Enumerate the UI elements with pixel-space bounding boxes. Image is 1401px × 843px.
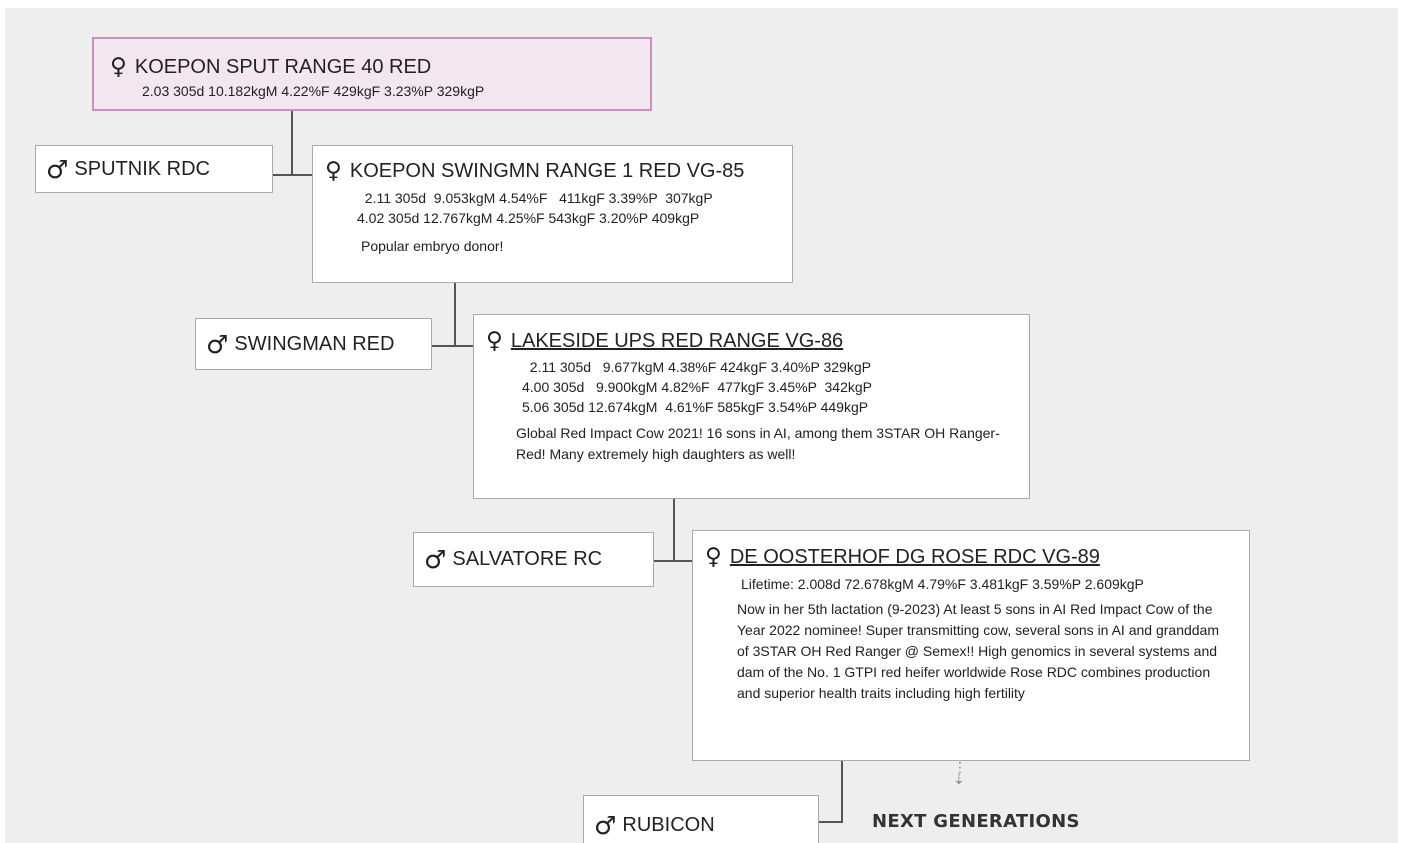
male-icon: ♂ (594, 810, 617, 840)
sire-name: SPUTNIK RDC (74, 157, 210, 180)
pedigree-canvas: ⋮⇣ ♀ KOEPON SPUT RANGE 40 RED 2.03 305d … (5, 8, 1398, 843)
sire-name: SALVATORE RC (452, 548, 603, 570)
male-icon: ♂ (424, 545, 447, 574)
production-record: Lifetime: 2.008d 72.678kgM 4.79%F 3.481k… (741, 576, 1144, 592)
dam-name-link[interactable]: LAKESIDE UPS RED RANGE VG-86 (510, 330, 844, 352)
dam-note: Now in her 5th lactation (9-2023) At lea… (737, 601, 1219, 701)
record-list: 2.11 305d 9.677kgM 4.38%F 424kgF 3.40%P … (522, 357, 1029, 417)
connector-line (653, 560, 693, 562)
sire-card-gen4[interactable]: ♂ RUBICON (583, 795, 819, 843)
sire-card-gen3[interactable]: ♂ SALVATORE RC (413, 532, 654, 587)
dam-card-gen1[interactable]: ♀ KOEPON SPUT RANGE 40 RED 2.03 305d 10.… (92, 37, 652, 111)
record-list: 2.11 305d 9.053kgM 4.54%F 411kgF 3.39%P … (357, 188, 792, 228)
arrow-down-icon: ⋮⇣ (953, 760, 967, 788)
dam-title: ♀ LAKESIDE UPS RED RANGE VG-86 (486, 329, 1029, 353)
dam-title: ♀ KOEPON SWINGMN RANGE 1 RED VG-85 (325, 159, 792, 183)
female-icon: ♀ (110, 54, 127, 80)
sire-name: RUBICON (622, 813, 715, 836)
dam-note: Popular embryo donor! (361, 238, 504, 254)
dam-title: ♀ KOEPON SPUT RANGE 40 RED (110, 55, 650, 79)
connector-line (841, 760, 843, 823)
female-icon: ♀ (325, 158, 342, 184)
dam-card-gen4[interactable]: ♀ DE OOSTERHOF DG ROSE RDC VG-89 Lifetim… (692, 530, 1250, 761)
sire-name: SWINGMAN RED (234, 332, 395, 355)
sire-card-gen1[interactable]: ♂ SPUTNIK RDC (35, 145, 273, 193)
sire-card-gen2[interactable]: ♂ SWINGMAN RED (195, 318, 432, 370)
dam-name: KOEPON SPUT RANGE 40 RED (134, 56, 432, 78)
production-record: 2.11 305d 9.677kgM 4.38%F 424kgF 3.40%P … (522, 359, 871, 375)
male-icon: ♂ (206, 329, 229, 359)
production-record: 5.06 305d 12.674kgM 4.61%F 585kgF 3.54%P… (522, 399, 869, 415)
connector-line (291, 110, 293, 176)
connector-line (454, 282, 456, 347)
dam-name: KOEPON SWINGMN RANGE 1 RED VG-85 (349, 160, 745, 182)
production-record: 4.02 305d 12.767kgM 4.25%F 543kgF 3.20%P… (357, 210, 700, 226)
next-generations-link[interactable]: NEXT GENERATIONS (872, 811, 1080, 832)
dam-note: Global Red Impact Cow 2021! 16 sons in A… (516, 425, 1000, 462)
connector-line (673, 498, 675, 562)
connector-line (431, 345, 474, 347)
production-record: 2.03 305d 10.182kgM 4.22%F 429kgF 3.23%P… (142, 83, 485, 99)
connector-line (272, 174, 313, 176)
connector-line (817, 821, 843, 823)
female-icon: ♀ (705, 544, 722, 570)
dam-card-gen2[interactable]: ♀ KOEPON SWINGMN RANGE 1 RED VG-85 2.11 … (312, 145, 793, 283)
dam-card-gen3[interactable]: ♀ LAKESIDE UPS RED RANGE VG-86 2.11 305d… (473, 314, 1030, 499)
production-record: 2.11 305d 9.053kgM 4.54%F 411kgF 3.39%P … (357, 190, 713, 206)
dam-title: ♀ DE OOSTERHOF DG ROSE RDC VG-89 (705, 545, 1249, 569)
male-icon: ♂ (46, 154, 69, 184)
female-icon: ♀ (486, 328, 503, 354)
dam-name-link[interactable]: DE OOSTERHOF DG ROSE RDC VG-89 (729, 546, 1100, 568)
production-record: 4.00 305d 9.900kgM 4.82%F 477kgF 3.45%P … (522, 379, 872, 395)
